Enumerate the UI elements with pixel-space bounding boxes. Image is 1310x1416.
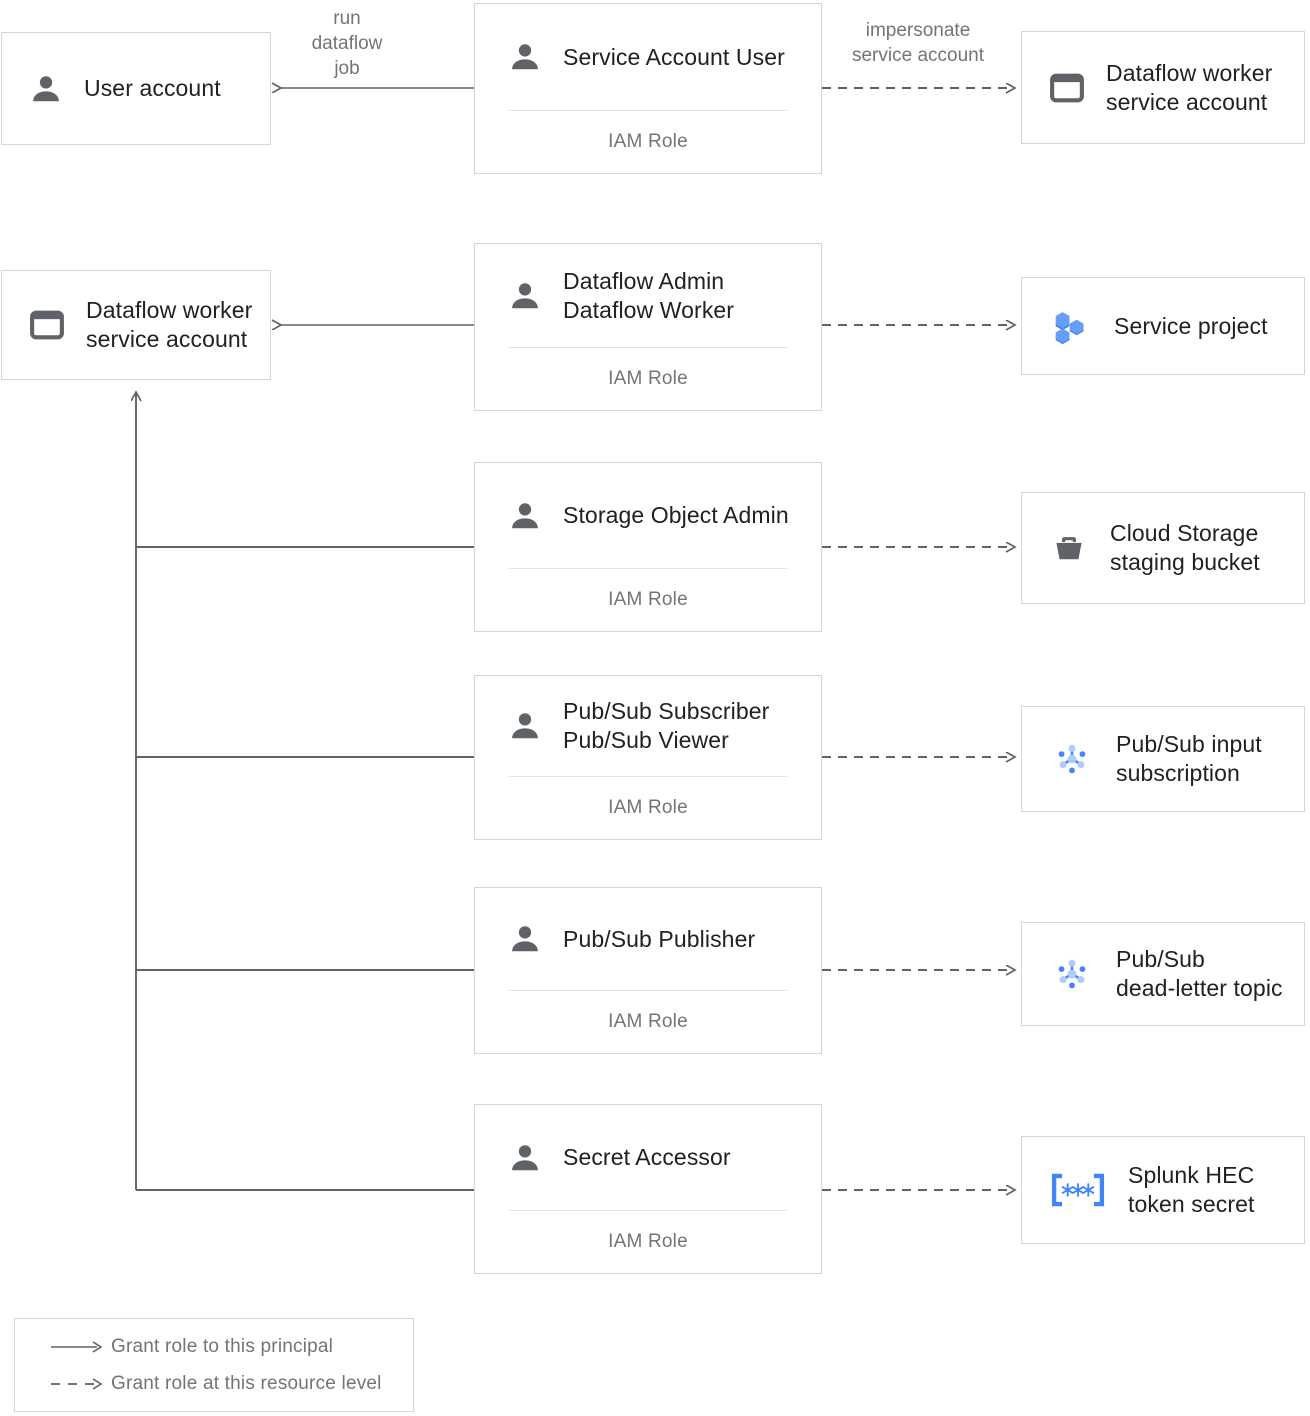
edge-label-run-dataflow-job: run dataflow job xyxy=(311,8,383,79)
legend-row-grant-to-principal: Grant role to this principal xyxy=(49,1328,413,1365)
resource-label: Pub/Sub dead-letter topic xyxy=(1116,946,1283,1001)
principal-user-account[interactable]: User account xyxy=(1,32,271,145)
role-card-pubsub-publisher[interactable]: Pub/Sub Publisher IAM Role xyxy=(474,887,822,1054)
role-card-storage-object-admin[interactable]: Storage Object Admin IAM Role xyxy=(474,462,822,632)
legend: Grant role to this principal Grant role … xyxy=(14,1318,414,1412)
role-card-header: Pub/Sub Subscriber Pub/Sub Viewer xyxy=(475,676,821,776)
role-card-divider xyxy=(509,1210,787,1211)
legend-label: Grant role to this principal xyxy=(111,1335,334,1357)
role-card-divider xyxy=(509,347,787,348)
role-card-caption: IAM Role xyxy=(608,131,688,152)
person-icon xyxy=(507,498,543,534)
person-icon xyxy=(28,71,64,107)
legend-label: Grant role at this resource level xyxy=(111,1372,382,1394)
role-card-header: Dataflow Admin Dataflow Worker xyxy=(475,244,821,347)
edge-trunk-to-dataflow-worker-sa xyxy=(136,392,474,1191)
resource-pubsub-dead-letter-topic[interactable]: Pub/Sub dead-letter topic xyxy=(1021,922,1305,1026)
pubsub-icon xyxy=(1048,735,1096,783)
secret-manager-icon xyxy=(1048,1168,1108,1212)
role-card-pubsub-subscriber-viewer[interactable]: Pub/Sub Subscriber Pub/Sub Viewer IAM Ro… xyxy=(474,675,822,840)
cloud-storage-bucket-icon xyxy=(1048,527,1090,569)
role-card-service-account-user[interactable]: Service Account User IAM Role xyxy=(474,3,822,174)
role-card-header: Secret Accessor xyxy=(475,1105,821,1210)
solid-arrow-icon xyxy=(49,1340,111,1354)
resource-cloud-storage-staging-bucket[interactable]: Cloud Storage staging bucket xyxy=(1021,492,1305,604)
role-card-header: Pub/Sub Publisher xyxy=(475,888,821,990)
role-card-secret-accessor[interactable]: Secret Accessor IAM Role xyxy=(474,1104,822,1274)
role-card-caption: IAM Role xyxy=(608,1011,688,1032)
legend-row-grant-at-resource-level: Grant role at this resource level xyxy=(49,1365,413,1402)
service-account-icon xyxy=(28,306,66,344)
role-card-caption: IAM Role xyxy=(608,797,688,818)
role-card-caption: IAM Role xyxy=(608,589,688,610)
person-icon xyxy=(507,1140,543,1176)
role-card-divider xyxy=(509,110,787,111)
dashed-arrow-icon xyxy=(49,1377,111,1391)
edge-label-impersonate-service-account: impersonate service account xyxy=(851,20,984,66)
role-card-header: Storage Object Admin xyxy=(475,463,821,568)
resource-label: Pub/Sub input subscription xyxy=(1116,731,1262,786)
role-card-roles: Storage Object Admin xyxy=(563,502,789,528)
resource-dataflow-worker-service-account[interactable]: Dataflow worker service account xyxy=(1021,31,1305,144)
resource-service-project[interactable]: Service project xyxy=(1021,277,1305,375)
resource-label: Service project xyxy=(1114,312,1268,339)
role-card-divider xyxy=(509,568,787,569)
role-card-roles: Service Account User xyxy=(563,43,785,70)
principal-label: User account xyxy=(84,75,221,101)
person-icon xyxy=(507,278,543,314)
resource-pubsub-input-subscription[interactable]: Pub/Sub input subscription xyxy=(1021,706,1305,812)
person-icon xyxy=(507,708,543,744)
resource-label: Cloud Storage staging bucket xyxy=(1110,520,1260,575)
principal-dataflow-worker-service-account[interactable]: Dataflow worker service account xyxy=(1,270,271,380)
project-hexagons-icon xyxy=(1048,303,1094,349)
role-card-dataflow-admin-worker[interactable]: Dataflow Admin Dataflow Worker IAM Role xyxy=(474,243,822,411)
role-card-roles: Pub/Sub Subscriber Pub/Sub Viewer xyxy=(563,698,770,753)
service-account-icon xyxy=(1048,69,1086,107)
role-card-caption: IAM Role xyxy=(608,368,688,389)
role-card-roles: Pub/Sub Publisher xyxy=(563,925,756,952)
role-card-divider xyxy=(509,990,787,991)
role-card-divider xyxy=(509,776,787,777)
role-card-roles: Dataflow Admin Dataflow Worker xyxy=(563,267,735,323)
person-icon xyxy=(507,921,543,957)
resource-label: Dataflow worker service account xyxy=(1106,59,1273,115)
resource-label: Splunk HEC token secret xyxy=(1128,1162,1255,1217)
person-icon xyxy=(507,39,543,75)
role-card-header: Service Account User xyxy=(475,4,821,110)
role-card-roles: Secret Accessor xyxy=(563,1144,731,1170)
role-card-caption: IAM Role xyxy=(608,1231,688,1252)
principal-label: Dataflow worker service account xyxy=(86,297,253,352)
resource-splunk-hec-token-secret[interactable]: Splunk HEC token secret xyxy=(1021,1136,1305,1244)
pubsub-icon xyxy=(1048,950,1096,998)
